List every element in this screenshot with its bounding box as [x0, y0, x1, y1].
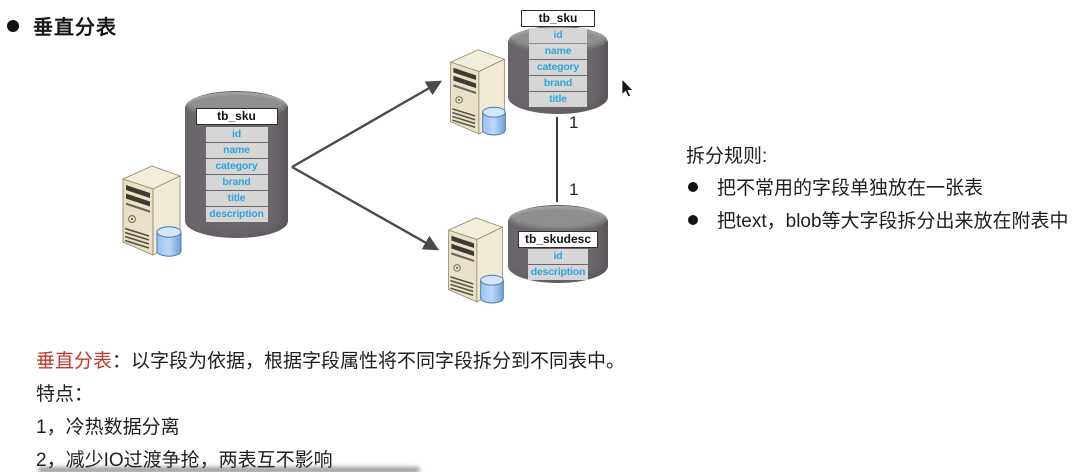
server-icon-top — [449, 49, 507, 136]
page-title-row: 垂直分表 — [7, 11, 117, 40]
page-title: 垂直分表 — [33, 17, 117, 39]
db-field-row: id — [205, 127, 268, 142]
db-field-row: name — [529, 44, 587, 59]
db-field-row: title — [205, 191, 268, 206]
rules-item-text: 把text，blob等大字段拆分出来放在附表中 — [717, 211, 1069, 232]
db-field-row: name — [205, 143, 268, 158]
db-field-rows: id name category brand title — [508, 28, 608, 107]
definition-text: 以字段为依据，根据字段属性将不同字段拆分到不同表中。 — [131, 351, 626, 372]
server-icon-source — [122, 165, 182, 258]
db-field-row: category — [205, 159, 268, 174]
db-field-row: brand — [205, 175, 268, 190]
db-field-row: id — [528, 249, 588, 264]
relation-label-top: 1 — [569, 113, 579, 132]
bullet-icon — [7, 19, 19, 32]
db-table-bottom: tb_skudesc id description — [508, 231, 608, 281]
mouse-cursor-icon — [621, 78, 634, 98]
db-table-header: tb_sku — [521, 10, 595, 27]
split-arrow-up — [291, 80, 443, 169]
rules-item: 把不常用的字段单独放在一张表 — [688, 173, 983, 200]
db-table-main: tb_sku id name category brand title desc… — [185, 108, 288, 223]
db-table-header: tb_skudesc — [518, 231, 598, 248]
db-field-rows: id name category brand title description — [185, 127, 288, 222]
bullet-icon — [688, 214, 698, 225]
features-heading: 特点： — [36, 384, 94, 405]
relation-label-bottom: 1 — [569, 180, 579, 199]
rules-item: 把text，blob等大字段拆分出来放在附表中 — [688, 206, 1069, 233]
bullet-icon — [688, 181, 698, 192]
split-arrow-down — [291, 165, 440, 251]
rules-item-text: 把不常用的字段单独放在一张表 — [717, 178, 984, 199]
term-colon: ： — [112, 351, 132, 372]
rules-heading: 拆分规则: — [686, 146, 768, 167]
db-field-row: category — [529, 60, 587, 75]
db-table-top: tb_sku id name category brand title — [508, 10, 608, 108]
term-highlight: 垂直分表 — [36, 351, 113, 372]
db-field-rows: id description — [508, 249, 608, 280]
cropped-text-artifact — [38, 467, 420, 472]
db-field-row: description — [528, 265, 588, 280]
db-field-row: id — [529, 28, 587, 43]
feature-item: 1，冷热数据分离 — [36, 417, 180, 438]
db-field-row: description — [205, 207, 268, 222]
db-field-row: brand — [529, 76, 587, 91]
feature-item: 2，减少IO过渡争抢，两表互不影响 — [36, 450, 333, 471]
db-table-header: tb_sku — [195, 108, 278, 125]
db-field-row: title — [529, 92, 587, 107]
cylinder-lid — [509, 206, 607, 232]
server-icon-bottom — [447, 217, 505, 304]
definition-line: 垂直分表：以字段为依据，根据字段属性将不同字段拆分到不同表中。 — [36, 346, 625, 373]
